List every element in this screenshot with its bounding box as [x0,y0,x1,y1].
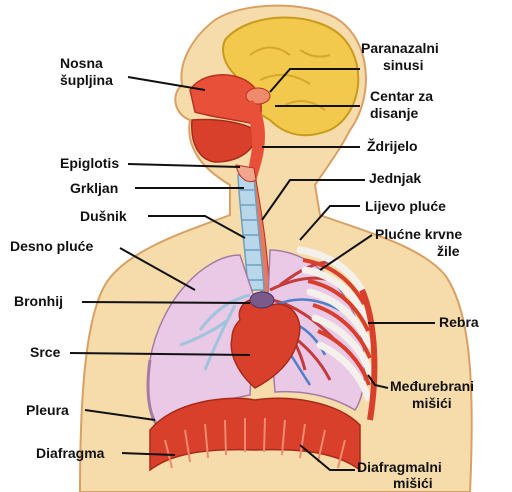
label-desno-pluce: Desno pluće [10,238,93,255]
label-nosna-line2: šupljina [60,72,113,89]
label-diafragma: Diafragma [36,445,104,462]
label-diafragmalni-line2: mišići [357,476,442,490]
label-centar-line2: disanje [370,105,433,122]
label-plucne-line1: Plućne krvne [375,226,462,243]
label-nosna-supljina: Nosna šupljina [60,55,113,89]
label-nosna-line1: Nosna [60,55,113,72]
label-srce: Srce [30,344,60,361]
label-paranazalni-sinusi: Paranazalni sinusi [361,40,439,74]
label-medurebrani-line2: mišići [390,395,474,412]
aortic-arch [250,292,274,308]
label-centar-line1: Centar za [370,88,433,105]
label-plucne-krvne-zile: Plućne krvne žile [375,226,462,260]
label-plucne-line2: žile [375,243,462,260]
label-zdrijelo: Ždrijelo [367,138,418,155]
label-epiglotis: Epiglotis [60,155,119,172]
label-centar-za-disanje: Centar za disanje [370,88,433,122]
label-medurebrani-misici: Međurebrani mišići [390,378,474,412]
label-paranazalni-line2: sinusi [361,57,439,74]
label-jednjak: Jednjak [369,170,421,187]
label-lijevo-pluce: Lijevo pluće [365,198,446,215]
label-rebra: Rebra [439,314,479,331]
label-diafragmalni-misici: Diafragmalni mišići [357,459,442,490]
label-diafragmalni-line1: Diafragmalni [357,459,442,476]
label-grkljan: Grkljan [70,180,118,197]
label-bronhij: Bronhij [14,293,63,310]
paranasal-sinus [246,88,270,104]
label-paranazalni-line1: Paranazalni [361,40,439,57]
label-dusnik: Dušnik [80,208,127,225]
label-medurebrani-line1: Međurebrani [390,378,474,395]
label-pleura: Pleura [26,402,69,419]
